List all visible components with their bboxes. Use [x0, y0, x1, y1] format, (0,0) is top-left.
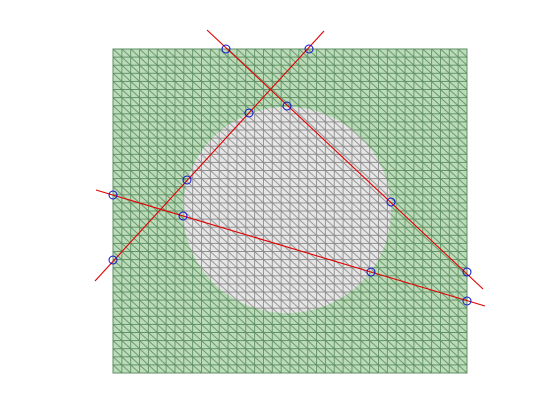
intersection-marker [221, 44, 231, 54]
intersection-marker [182, 175, 192, 185]
domain-border [112, 48, 468, 374]
disk-mesh [183, 107, 391, 313]
intersection-markers [108, 44, 472, 306]
circular-subdomain [183, 107, 391, 313]
intersection-marker [244, 108, 254, 118]
intersection-marker [282, 101, 292, 111]
line-3-segment [95, 189, 486, 307]
intersection-marker [108, 255, 118, 265]
intersection-marker [304, 44, 314, 54]
cut-lines [94, 29, 486, 307]
line-2-segment [94, 30, 325, 282]
intersection-marker [386, 197, 396, 207]
intersection-marker [462, 267, 472, 277]
intersection-marker [462, 296, 472, 306]
intersection-marker [108, 190, 118, 200]
intersection-marker [366, 267, 376, 277]
intersection-marker [178, 211, 188, 221]
line-1-segment [206, 29, 484, 290]
